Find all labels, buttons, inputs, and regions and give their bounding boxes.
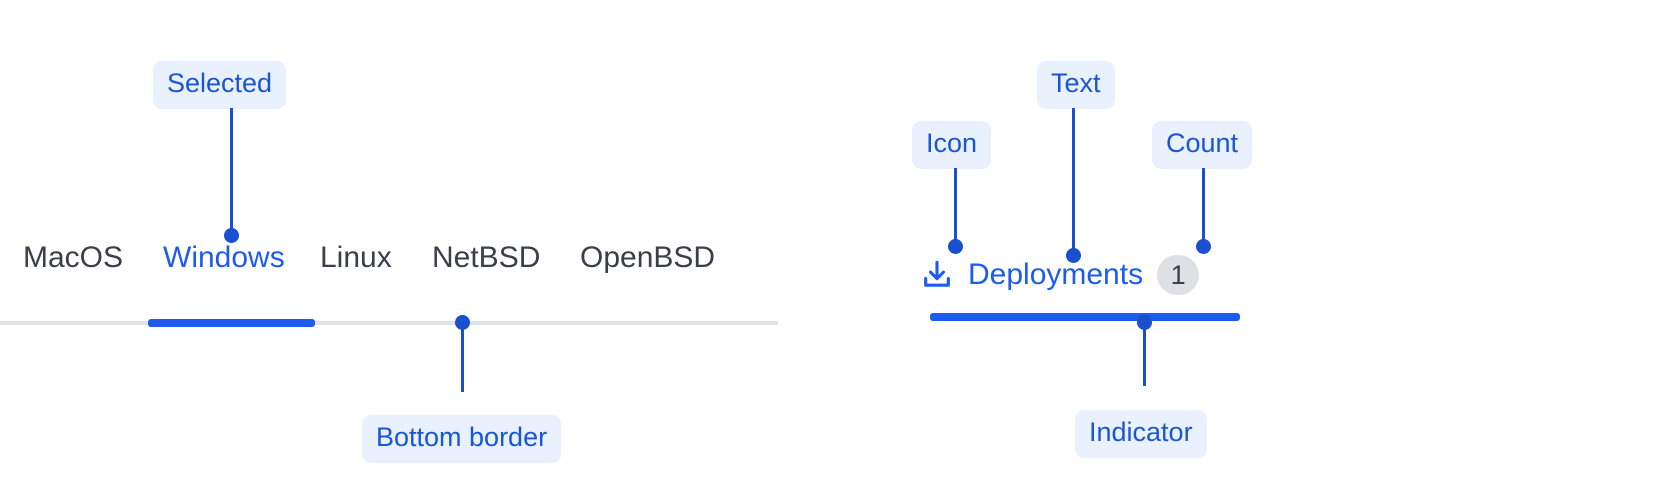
- annotation-label-icon: Icon: [912, 121, 992, 169]
- tab-deployments-indicator: [930, 313, 1240, 321]
- tab-bar-bottom-border: [0, 321, 778, 325]
- annotation-leader-selected: [230, 108, 233, 236]
- tab-bar-os: MacOS Windows Linux NetBSD OpenBSD: [0, 241, 778, 327]
- tab-linux[interactable]: Linux: [320, 241, 392, 274]
- annotation-label-text: Text: [1037, 61, 1115, 109]
- annotation-dot-icon: [948, 239, 963, 254]
- download-icon: [920, 258, 954, 292]
- annotation-label-bottom-border: Bottom border: [362, 415, 562, 463]
- annotation-label-count: Count: [1152, 121, 1253, 169]
- annotation-label-indicator: Indicator: [1075, 410, 1207, 458]
- tab-deployments-content: Deployments 1: [920, 255, 1200, 295]
- tab-deployments-count-badge: 1: [1157, 255, 1200, 295]
- annotation-dot-selected: [224, 228, 239, 243]
- annotation-leader-icon: [954, 168, 957, 248]
- tab-windows[interactable]: Windows: [163, 241, 285, 274]
- annotation-label-selected: Selected: [153, 61, 287, 109]
- annotation-leader-text: [1072, 108, 1075, 256]
- annotation-dot-text: [1066, 248, 1081, 263]
- annotation-dot-count: [1196, 239, 1211, 254]
- annotation-leader-indicator: [1143, 322, 1146, 386]
- tab-selected-indicator: [148, 319, 315, 327]
- tab-openbsd[interactable]: OpenBSD: [580, 241, 716, 274]
- annotation-leader-bottom-border: [461, 322, 464, 392]
- tab-netbsd[interactable]: NetBSD: [432, 241, 541, 274]
- tab-deployments-label: Deployments: [968, 258, 1144, 291]
- annotation-leader-count: [1202, 168, 1205, 248]
- tab-macos[interactable]: MacOS: [23, 241, 124, 274]
